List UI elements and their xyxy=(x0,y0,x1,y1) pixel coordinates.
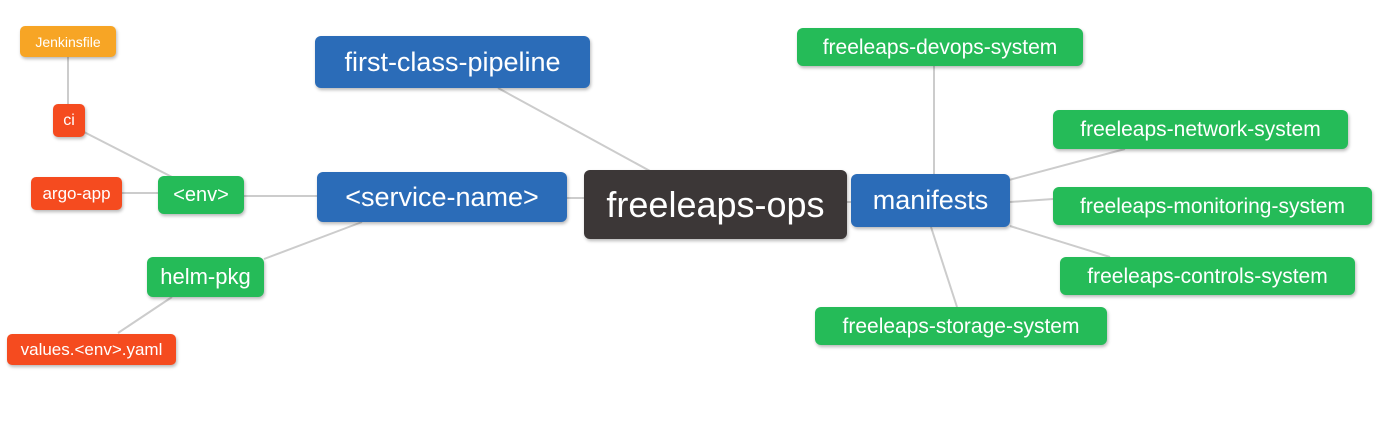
node-values-env-yaml[interactable]: values.<env>.yaml xyxy=(7,334,176,365)
node-freeleaps-controls-system[interactable]: freeleaps-controls-system xyxy=(1060,257,1355,295)
edge-values-helm-pkg xyxy=(117,296,173,334)
edge-pipeline-root xyxy=(497,87,651,172)
node-env[interactable]: <env> xyxy=(158,176,244,214)
node-freeleaps-network-system[interactable]: freeleaps-network-system xyxy=(1053,110,1348,149)
node-service-name[interactable]: <service-name> xyxy=(317,172,567,222)
edge-helm-pkg-service xyxy=(263,221,363,260)
node-ci[interactable]: ci xyxy=(53,104,85,137)
node-first-class-pipeline[interactable]: first-class-pipeline xyxy=(315,36,590,88)
node-argo-app[interactable]: argo-app xyxy=(31,177,122,210)
node-freeleaps-monitoring-system[interactable]: freeleaps-monitoring-system xyxy=(1053,187,1372,225)
node-manifests[interactable]: manifests xyxy=(851,174,1010,227)
edge-manifests-controls xyxy=(1009,225,1111,258)
edge-manifests-network xyxy=(1008,148,1126,181)
node-freeleaps-storage-system[interactable]: freeleaps-storage-system xyxy=(815,307,1107,345)
edge-manifests-monitoring xyxy=(1009,198,1054,203)
edge-manifests-storage xyxy=(930,226,958,308)
node-helm-pkg[interactable]: helm-pkg xyxy=(147,257,264,297)
node-freeleaps-ops-root[interactable]: freeleaps-ops xyxy=(584,170,847,239)
node-freeleaps-devops-system[interactable]: freeleaps-devops-system xyxy=(797,28,1083,66)
edge-ci-env xyxy=(83,131,173,178)
node-jenkinsfile[interactable]: Jenkinsfile xyxy=(20,26,116,57)
